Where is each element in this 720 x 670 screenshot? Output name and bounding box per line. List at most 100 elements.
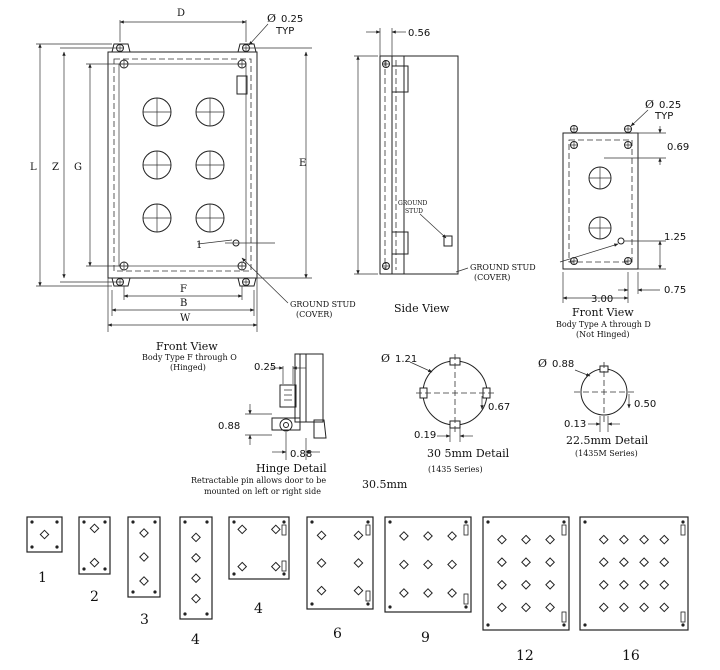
leader-line: [419, 213, 447, 239]
layout-hole-icon: [353, 585, 364, 596]
small-body-outline: [562, 132, 639, 270]
layout-panel-9: 9: [384, 516, 472, 646]
layout-label: 12: [516, 648, 534, 664]
corner-screw-icon: [242, 44, 250, 52]
corner-screw-icon: [570, 125, 578, 133]
hinge-hatch: [284, 389, 292, 401]
screw-dot-icon: [131, 590, 135, 594]
detail-22mm-title: 22.5mm Detail: [566, 434, 649, 447]
hinge-mark-icon: [680, 611, 686, 623]
hinge-mark-icon: [463, 524, 469, 536]
hinge-dim-025-label: 0.25: [254, 362, 276, 373]
hinge-body-outline: [294, 353, 324, 423]
dim-069-label: 0.69: [667, 142, 689, 153]
leader-line: [630, 109, 649, 127]
layout-hole-icon: [619, 579, 629, 590]
hinge-dim-088a-label: 0.88: [218, 421, 240, 432]
side-view: 0.56 GROUND STUD GROUND STUD (COVER) Sid…: [354, 28, 536, 315]
layout-hole-icon: [237, 561, 248, 572]
corner-screw-icon: [382, 60, 390, 68]
leader-line: [559, 243, 619, 263]
cover-outline: [118, 63, 247, 267]
layout-hole-icon: [545, 579, 555, 590]
dim-d-label: D: [177, 8, 185, 19]
corner-screw-icon: [242, 278, 250, 286]
cover-screw-icon: [237, 59, 247, 69]
hinge-side-block: [391, 231, 409, 255]
hinge-pin-center: [283, 422, 289, 428]
screw-dot-icon: [282, 520, 286, 524]
layout-hole-icon: [497, 557, 507, 568]
dim-300-label: 3.00: [591, 294, 613, 305]
small-typ-label: TYP: [654, 111, 673, 122]
front-view-hinged: (Hinged): [170, 363, 206, 372]
layout-panel-16: 16: [579, 516, 689, 664]
layout-hole-icon: [316, 558, 327, 568]
dim-013-label: 0.13: [564, 419, 586, 430]
layout-hole-icon: [639, 534, 649, 545]
side-ground-stud-cover-label: GROUND STUD: [470, 263, 536, 272]
screw-dot-icon: [562, 623, 566, 627]
ground-stud-label: GROUND STUD: [290, 300, 356, 309]
diameter-symbol: Ø: [267, 12, 276, 25]
screw-dot-icon: [183, 612, 187, 616]
pushbutton-hole: [588, 216, 612, 240]
typ-label: TYP: [275, 26, 294, 37]
layout-hole-icon: [497, 534, 507, 545]
hinge-mark-icon: [463, 593, 469, 605]
cover-screw-icon: [119, 261, 129, 271]
screw-dot-icon: [282, 572, 286, 576]
screw-dot-icon: [464, 520, 468, 524]
detail-30mm-title: 30 5mm Detail: [427, 447, 510, 460]
detail-22mm: Ø 0.88 0.50 0.13 22.5mm Detail (1435M Se…: [538, 357, 656, 458]
keyed-hole-30mm: [416, 354, 494, 432]
layout-hole-icon: [598, 579, 609, 590]
screw-dot-icon: [103, 567, 107, 571]
screw-dot-icon: [310, 602, 314, 606]
screw-dot-icon: [232, 572, 236, 576]
screw-dot-icon: [55, 520, 59, 524]
layout-hole-icon: [353, 558, 364, 568]
extension-line: [60, 47, 116, 283]
screw-dot-icon: [183, 520, 187, 524]
layout-hole-icon: [447, 559, 457, 570]
cover-screw-icon: [119, 59, 129, 69]
hinge-base: [271, 417, 301, 431]
screw-dot-icon: [153, 520, 157, 524]
corner-screw-icon: [382, 262, 390, 270]
screw-dot-icon: [681, 520, 685, 524]
screw-dot-icon: [388, 520, 392, 524]
screw-dot-icon: [388, 605, 392, 609]
layout-hole-icon: [399, 531, 409, 541]
dim-056-label: 0.56: [408, 28, 430, 39]
mounting-tab: [237, 277, 257, 287]
layout-panel-2: 2: [78, 516, 111, 605]
side-cover-label: (COVER): [474, 273, 510, 282]
small-front-title: Front View: [572, 306, 634, 319]
layout-panel-3: 3: [127, 516, 161, 628]
pushbutton-hole: [195, 150, 225, 180]
hinge-detail: 0.25 0.88 0.88 Hinge Detail Retractable …: [191, 353, 327, 496]
dim-g-label: G: [74, 162, 82, 173]
layout-hole-icon: [545, 557, 555, 568]
layout-hole-icon: [89, 557, 100, 568]
screw-dot-icon: [205, 612, 209, 616]
hinge-pin-icon: [279, 418, 293, 432]
layout-hole-icon: [423, 531, 433, 541]
screw-dot-icon: [82, 520, 86, 524]
dim-e-label: E: [299, 158, 306, 169]
layout-plate: [482, 516, 570, 631]
screw-dot-icon: [30, 520, 34, 524]
screw-dot-icon: [681, 623, 685, 627]
extension-line: [285, 432, 307, 460]
dim-067-label: 0.67: [488, 402, 510, 413]
ground-stud-icon: [443, 235, 453, 247]
side-view-title: Side View: [394, 302, 450, 315]
layout-hole-icon: [521, 557, 531, 568]
layout-label: 3: [140, 612, 149, 628]
layout-hole-icon: [423, 588, 433, 598]
screw-dot-icon: [366, 602, 370, 606]
pushbutton-hole: [195, 203, 225, 233]
front-view: 1 D Ø 0.25 TYP L Z G E F B W: [30, 8, 356, 372]
detail-30mm: Ø 1.21 0.67 0.19 30 5mm Detail (1435 Ser…: [362, 352, 510, 491]
